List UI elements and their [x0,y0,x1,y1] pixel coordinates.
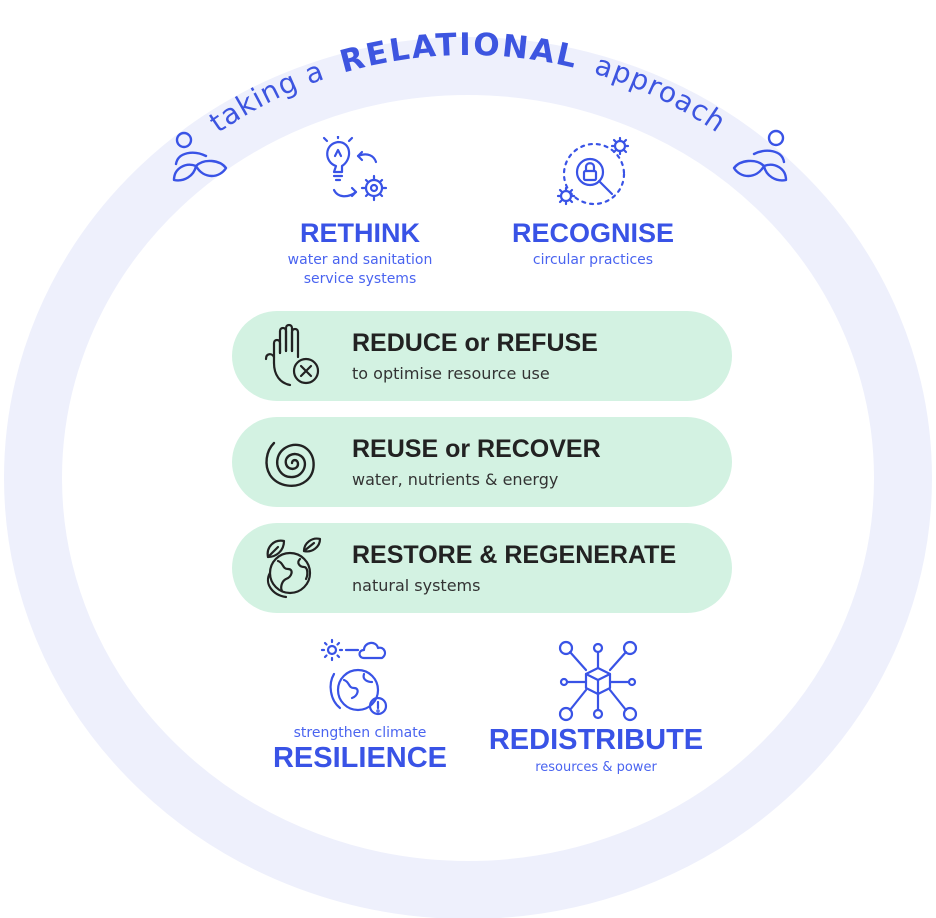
pill-reuse-recover: REUSE or RECOVER water, nutrients & ener… [232,417,732,507]
people-leaf-icon-right [732,129,788,182]
pill-reuse-recover-title: REUSE or RECOVER [352,435,601,463]
climate-globe-icon [318,638,400,720]
pill-restore-regenerate-subtitle: natural systems [352,576,481,595]
spiral-icon [260,429,324,495]
recognise-title: RECOGNISE [511,218,675,248]
lightbulb-gear-icon [318,136,398,208]
pill-reduce-refuse-subtitle: to optimise resource use [352,364,550,383]
people-leaf-icon-left [172,131,228,182]
rethink-subtitle-line2: service systems [303,271,417,287]
hand-x-icon [260,323,324,389]
globe-leaf-icon [260,535,324,601]
pill-reuse-recover-subtitle: water, nutrients & energy [352,470,559,489]
recognise-subtitle: circular practices [532,252,654,268]
redistribute-title: REDISTRIBUTE [488,724,704,756]
pill-restore-regenerate-title: RESTORE & REGENERATE [352,541,677,569]
rethink-title: RETHINK [300,218,420,248]
pill-reduce-refuse-title: REDUCE or REFUSE [352,329,598,357]
redistribute-subtitle: resources & power [535,760,657,775]
resilience-title: RESILIENCE [272,742,448,774]
resilience-pretitle: strengthen climate [293,725,427,741]
pill-reduce-refuse: REDUCE or REFUSE to optimise resource us… [232,311,732,401]
pill-restore-regenerate: RESTORE & REGENERATE natural systems [232,523,732,613]
rethink-subtitle-line1: water and sanitation [287,252,433,268]
search-lock-gear-icon [556,134,636,212]
network-cube-icon [556,638,640,722]
